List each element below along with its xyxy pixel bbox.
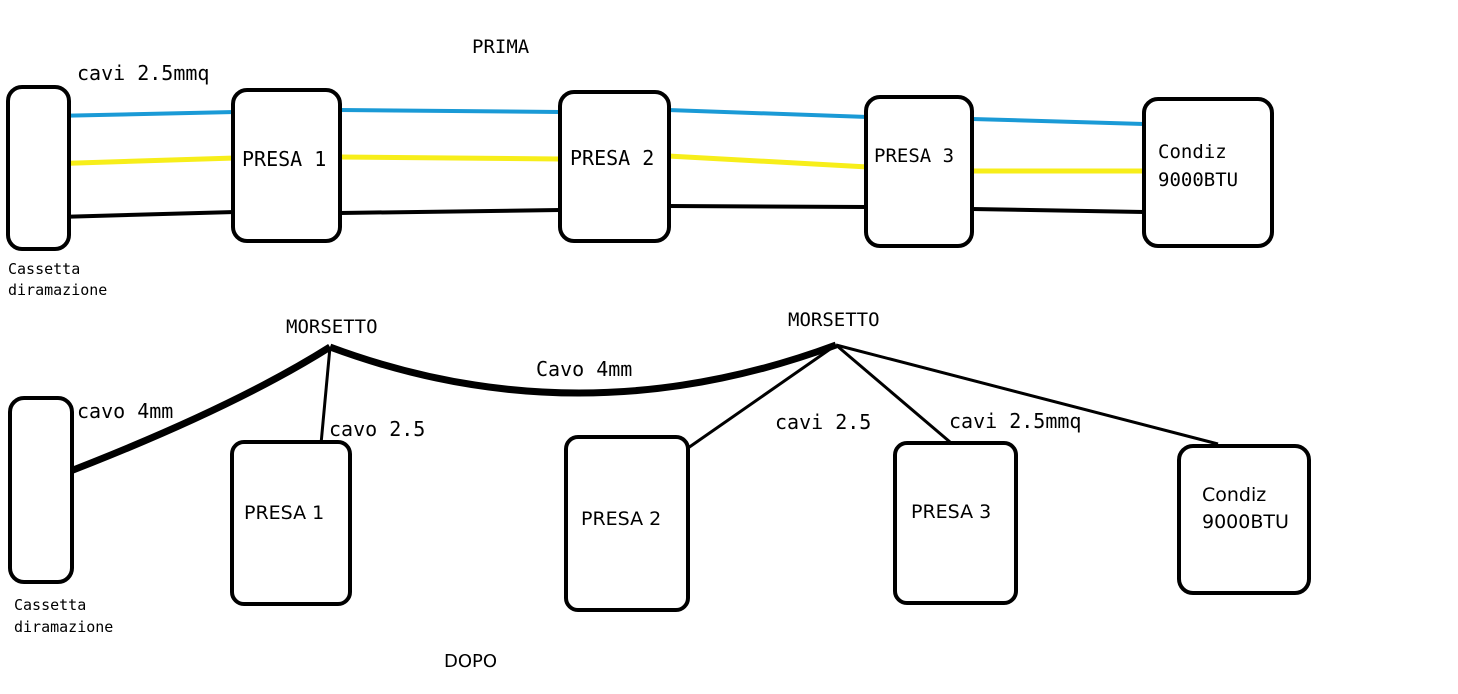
dopo-presa3-box (893, 441, 1018, 605)
dopo-thin-cables (319, 343, 1219, 450)
prima-presa1-label: PRESA 1 (242, 147, 326, 171)
prima-presa2-box (558, 90, 671, 243)
wire-yellow-cassetta-presa1 (45, 155, 236, 167)
dopo-title: DOPO (444, 651, 497, 672)
wire-black-presa1-presa2 (339, 208, 561, 215)
prima-section: PRIMA cavi 2.5mmq PRESA 1 PRESA (6, 36, 1274, 299)
cable-4mm-morsetto1-morsetto2 (328, 341, 838, 397)
cable-25-morsetto2-presa3 (835, 343, 951, 444)
prima-blue-wires (51, 108, 1147, 126)
prima-cassetta-label-line1: Cassetta (8, 260, 80, 278)
dopo-cassetta-label-line1: Cassetta (14, 596, 86, 614)
dopo-presa3-label: PRESA 3 (911, 501, 991, 523)
prima-yellow-wires (45, 153, 1146, 174)
prima-presa3-label: PRESA 3 (874, 145, 954, 167)
wire-blue-presa1-presa2 (339, 108, 561, 114)
dopo-section: MORSETTO MORSETTO cavo 4mm Cavo 4mm cavo… (8, 309, 1311, 672)
dopo-cassetta-label-line2: diramazione (14, 618, 113, 636)
prima-condiz-label-line1: Condiz (1158, 141, 1227, 163)
dopo-presa1-label: PRESA 1 (244, 502, 324, 524)
dopo-condiz-label-line2: 9000BTU (1202, 511, 1289, 533)
dopo-condiz-label-line1: Condiz (1202, 484, 1266, 506)
prima-condiz-label-line2: 9000BTU (1158, 169, 1238, 191)
dopo-presa2-box (564, 435, 690, 612)
wire-black-presa3-condiz (971, 207, 1147, 214)
dopo-cavi25mmq-right-label: cavi 2.5mmq (949, 409, 1081, 433)
prima-cassetta-label-line2: diramazione (8, 281, 107, 299)
dopo-cassetta-box (8, 396, 74, 584)
prima-cassetta-box (6, 85, 71, 251)
dopo-morsetto2-label: MORSETTO (788, 309, 880, 331)
cable-4mm-cassetta-morsetto1 (53, 344, 332, 481)
wire-blue-cassetta-presa1 (51, 110, 236, 118)
dopo-presa1-box (230, 440, 352, 606)
prima-presa1-box (231, 88, 342, 243)
prima-wire-label: cavi 2.5mmq (77, 61, 209, 85)
cable-25-morsetto2-presa2 (687, 343, 837, 450)
dopo-morsetto1-label: MORSETTO (286, 316, 378, 338)
prima-condiz-box (1142, 97, 1274, 248)
cable-25-morsetto1-presa1 (319, 346, 332, 445)
prima-black-wires (57, 204, 1147, 219)
wire-blue-presa2-presa3 (667, 108, 869, 119)
dopo-cavo4mm-mid-label: Cavo 4mm (536, 357, 632, 381)
dopo-cavo25-left-label: cavo 2.5 (329, 417, 425, 441)
dopo-condiz-box (1177, 444, 1311, 595)
prima-presa2-label: PRESA 2 (570, 146, 654, 170)
wire-black-presa2-presa3 (667, 204, 869, 209)
wire-blue-presa3-condiz (971, 117, 1147, 126)
wire-yellow-presa2-presa3 (667, 153, 869, 170)
dopo-cavo4mm-left-label: cavo 4mm (77, 399, 173, 423)
dopo-cavi25-mid-label: cavi 2.5 (775, 410, 871, 434)
dopo-presa2-label: PRESA 2 (581, 508, 661, 530)
cable-25-morsetto2-condiz (835, 343, 1219, 446)
wire-yellow-presa1-presa2 (339, 154, 561, 162)
prima-presa3-box (864, 95, 974, 248)
prima-title: PRIMA (472, 36, 530, 58)
wire-black-cassetta-presa1 (57, 210, 236, 219)
